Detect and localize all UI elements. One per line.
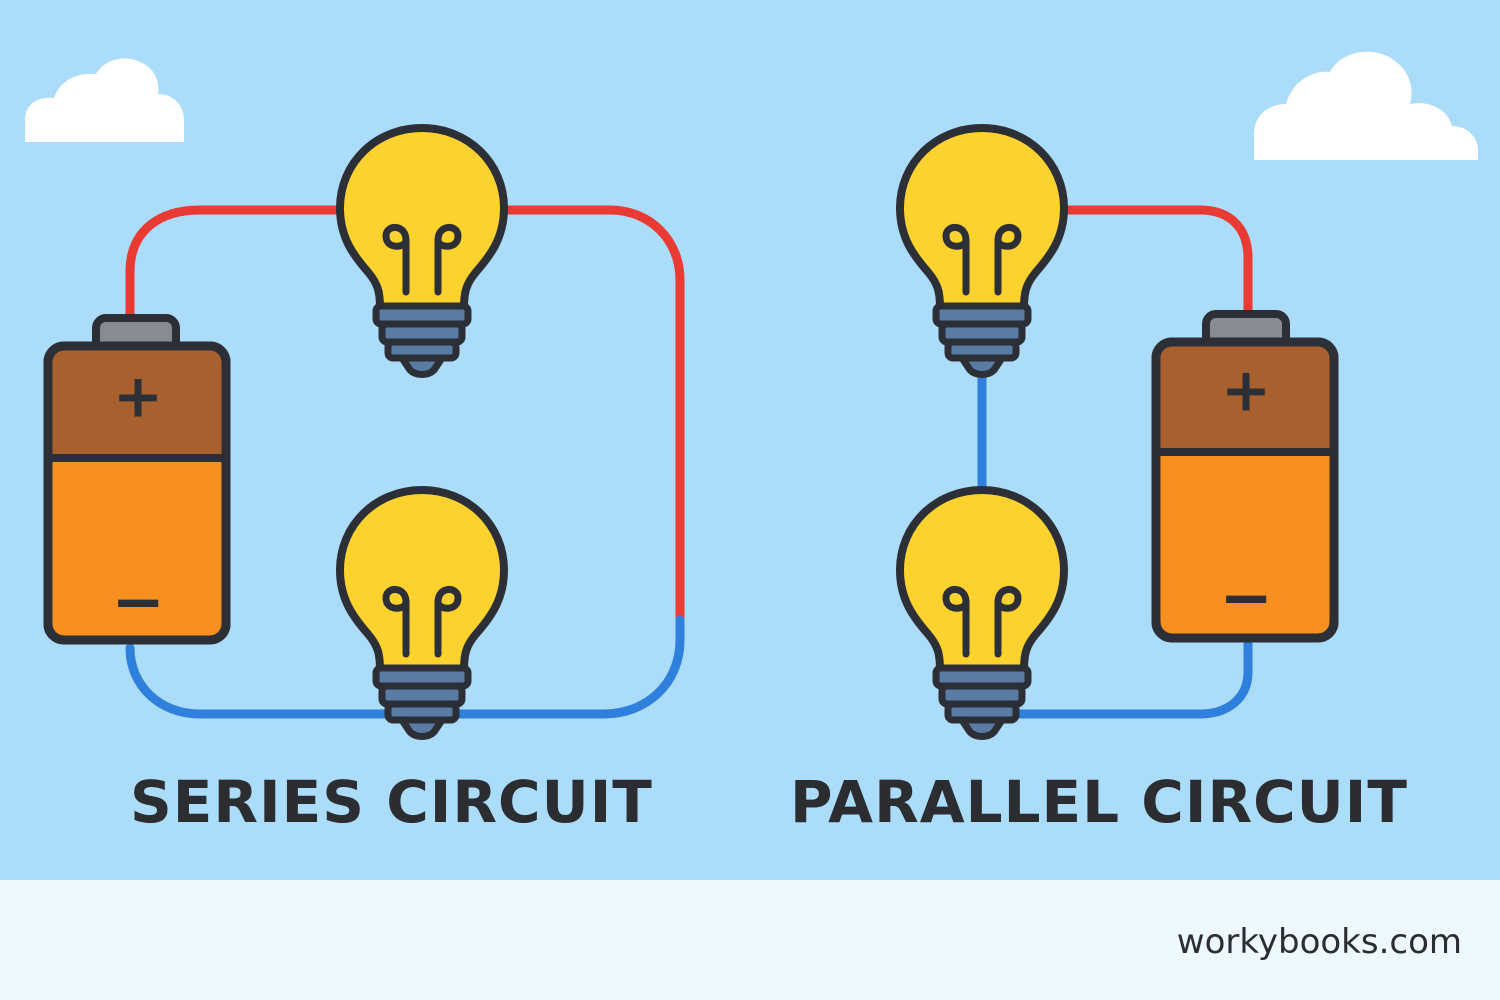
- cloud-right: [1254, 51, 1478, 160]
- series-bulb-bottom: [340, 490, 504, 737]
- brand-watermark: workybooks.com: [1176, 922, 1462, 962]
- series-negative-symbol: −: [111, 566, 165, 640]
- parallel-circuit-label: PARALLEL CIRCUIT: [790, 768, 1408, 836]
- parallel-bulb-top: [900, 128, 1064, 375]
- series-bulb-top: [340, 128, 504, 375]
- parallel-battery: + −: [1151, 310, 1339, 643]
- footer-band: [0, 880, 1500, 1000]
- cloud-left: [25, 58, 184, 142]
- series-positive-symbol: +: [113, 362, 163, 432]
- parallel-positive-symbol: +: [1221, 356, 1271, 426]
- parallel-wires: [977, 205, 1253, 719]
- series-wires: [125, 205, 685, 719]
- parallel-bulb-bottom: [900, 490, 1064, 737]
- series-circuit-label: SERIES CIRCUIT: [130, 768, 653, 836]
- series-battery: + −: [43, 314, 231, 645]
- parallel-negative-symbol: −: [1219, 562, 1273, 636]
